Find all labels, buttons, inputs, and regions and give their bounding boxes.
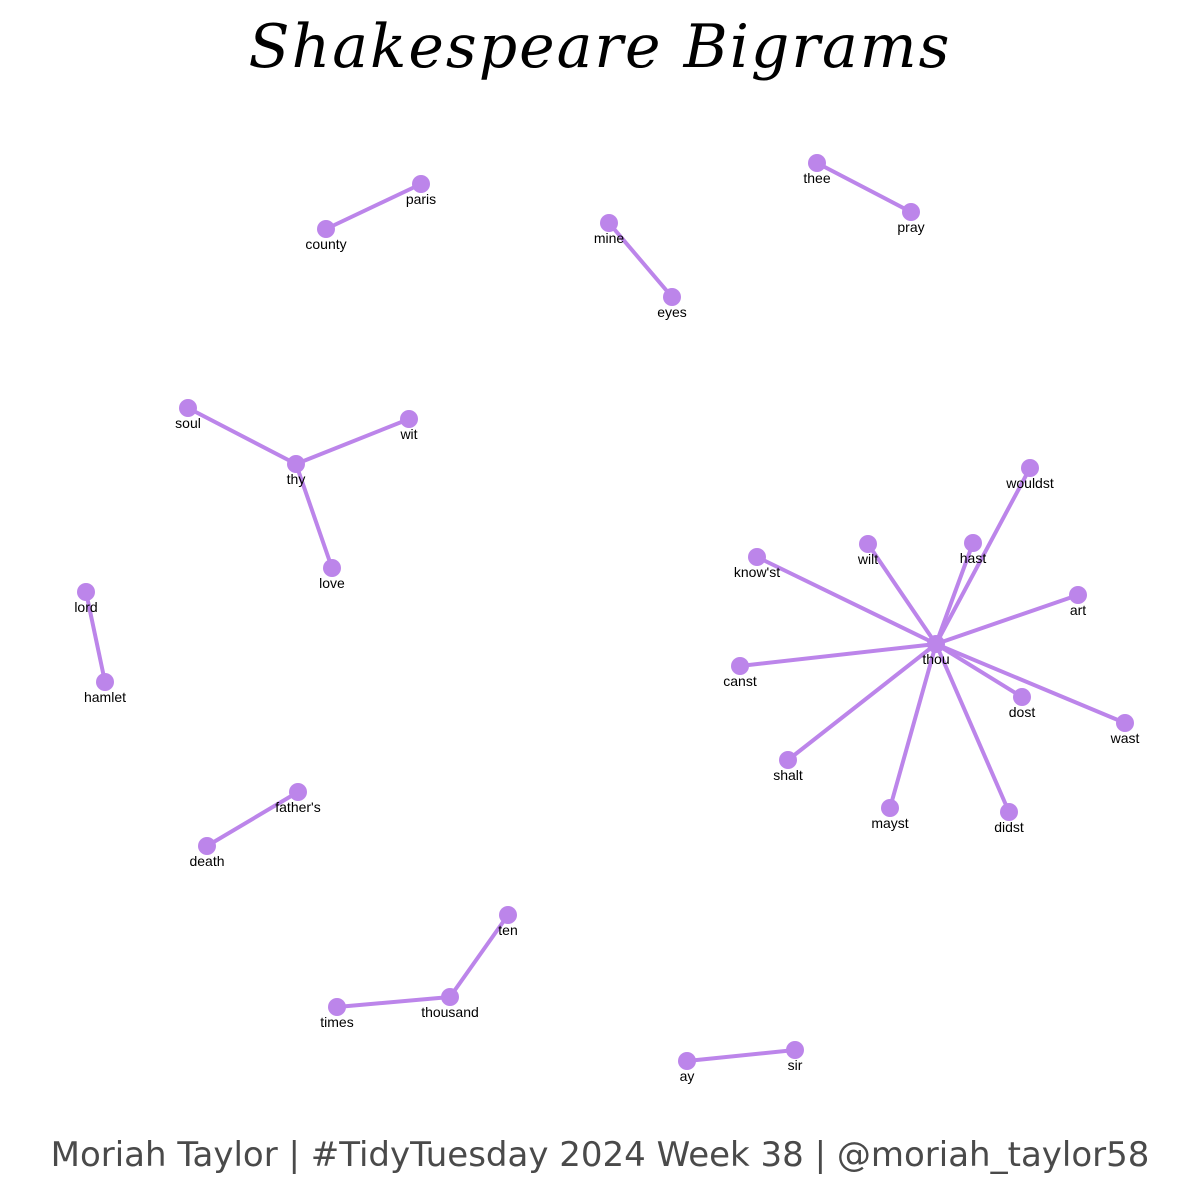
node-thy <box>287 455 305 473</box>
edge-thou-mayst <box>888 642 938 810</box>
node-ten <box>499 906 517 924</box>
node-label-didst: didst <box>994 819 1024 835</box>
node-label-knowst: know'st <box>734 564 780 580</box>
node-label-wilt: wilt <box>857 551 878 567</box>
node-label-ay: ay <box>680 1068 695 1084</box>
node-mayst <box>881 799 899 817</box>
edge-thou-wouldst <box>934 466 1032 646</box>
node-hast <box>964 534 982 552</box>
node-label-times: times <box>320 1014 353 1030</box>
chart-title: Shakespeare Bigrams <box>248 12 952 82</box>
edge-thou-shalt <box>786 642 938 762</box>
node-death <box>198 837 216 855</box>
node-lord <box>77 583 95 601</box>
node-label-paris: paris <box>406 191 436 207</box>
node-label-pray: pray <box>897 219 924 235</box>
edge-thy-love <box>294 462 334 570</box>
edge-thousand-times <box>335 995 452 1009</box>
edge-lord-hamlet <box>84 590 107 684</box>
edge-thy-soul <box>186 406 298 466</box>
node-county <box>317 220 335 238</box>
edge-county-paris <box>324 182 423 231</box>
node-knowst <box>748 548 766 566</box>
node-label-soul: soul <box>175 415 201 431</box>
node-label-mine: mine <box>594 230 625 246</box>
node-label-shalt: shalt <box>773 767 803 783</box>
edge-ten-thousand <box>448 913 510 999</box>
node-wast <box>1116 714 1134 732</box>
edge-thou-canst <box>738 642 938 668</box>
edge-thy-wit <box>294 417 411 466</box>
node-label-thee: thee <box>803 170 830 186</box>
node-love <box>323 559 341 577</box>
edge-layer <box>84 161 1127 1063</box>
node-art <box>1069 586 1087 604</box>
label-layer: paris county mine eyes thee pray soul wit thy lov… <box>74 170 1139 1084</box>
node-label-canst: canst <box>723 673 757 689</box>
node-label-lord: lord <box>74 599 97 615</box>
edge-fathers-death <box>205 790 300 848</box>
node-hamlet <box>96 673 114 691</box>
credit-caption: Moriah Taylor | #TidyTuesday 2024 Week 3… <box>50 1135 1150 1175</box>
node-label-wit: wit <box>399 426 417 442</box>
node-thee <box>808 154 826 172</box>
edge-thou-dost <box>934 642 1024 699</box>
node-dost <box>1013 688 1031 706</box>
node-label-mayst: mayst <box>871 815 908 831</box>
node-label-dost: dost <box>1009 704 1036 720</box>
node-sir <box>786 1041 804 1059</box>
node-didst <box>1000 803 1018 821</box>
node-label-thou: thou <box>922 651 949 667</box>
node-label-eyes: eyes <box>657 304 687 320</box>
node-thousand <box>441 988 459 1006</box>
node-ay <box>678 1052 696 1070</box>
node-label-art: art <box>1070 602 1086 618</box>
node-layer <box>77 154 1134 1070</box>
node-soul <box>179 399 197 417</box>
node-label-love: love <box>319 575 345 591</box>
node-label-county: county <box>305 236 346 252</box>
edge-thou-didst <box>934 642 1011 814</box>
node-label-fathers: father's <box>275 799 320 815</box>
node-shalt <box>779 751 797 769</box>
node-label-thy: thy <box>287 471 306 487</box>
node-wit <box>400 410 418 428</box>
node-label-hamlet: hamlet <box>84 689 126 705</box>
node-paris <box>412 175 430 193</box>
edge-thou-knowst <box>755 555 938 646</box>
node-mine <box>600 214 618 232</box>
node-label-wouldst: wouldst <box>1005 475 1054 491</box>
node-label-ten: ten <box>498 922 517 938</box>
node-label-hast: hast <box>960 550 987 566</box>
edge-mine-eyes <box>607 221 674 299</box>
edge-thou-art <box>934 593 1080 646</box>
node-label-thousand: thousand <box>421 1004 479 1020</box>
node-canst <box>731 657 749 675</box>
node-fathers <box>289 783 307 801</box>
node-wouldst <box>1021 459 1039 477</box>
node-eyes <box>663 288 681 306</box>
node-pray <box>902 203 920 221</box>
edge-thou-hast <box>934 541 975 646</box>
edge-thou-wast <box>934 642 1127 725</box>
edge-thee-pray <box>815 161 913 214</box>
node-label-wast: wast <box>1110 730 1140 746</box>
edge-ay-sir <box>685 1048 797 1063</box>
node-wilt <box>859 535 877 553</box>
node-thou <box>927 635 945 653</box>
node-label-death: death <box>189 853 224 869</box>
node-times <box>328 998 346 1016</box>
node-label-sir: sir <box>788 1057 803 1073</box>
edge-thou-wilt <box>866 542 938 646</box>
